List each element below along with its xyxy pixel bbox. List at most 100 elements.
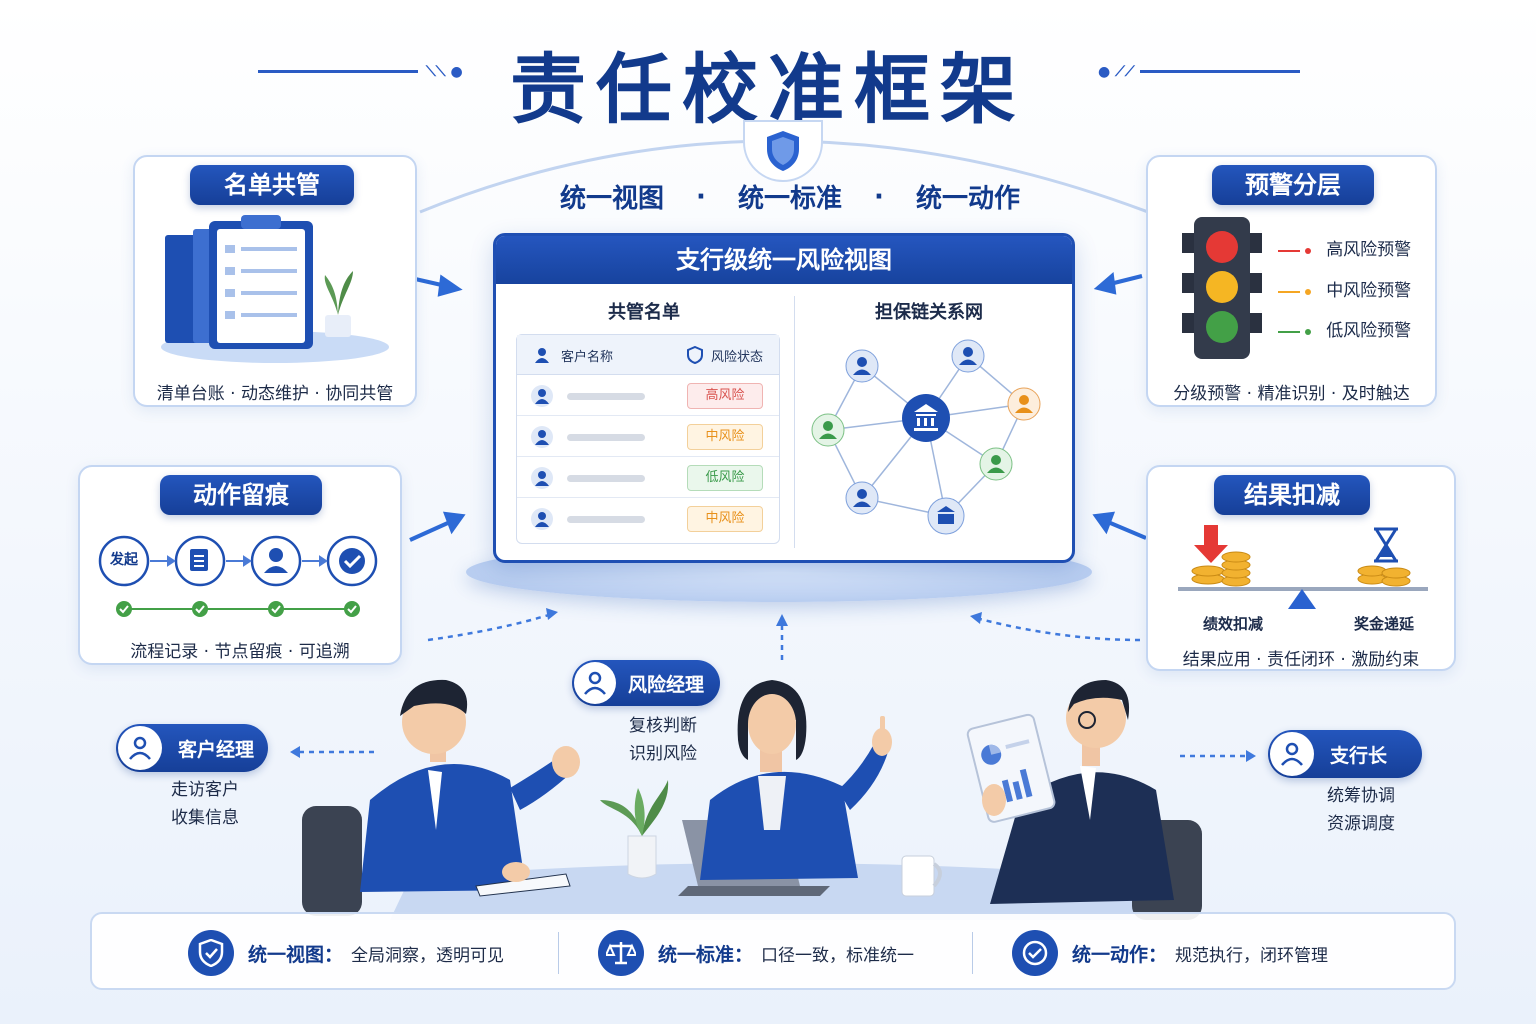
name-placeholder xyxy=(567,393,645,400)
tagline-item-standard: 统一标准 xyxy=(737,184,842,214)
arrows-dashed xyxy=(298,612,1248,758)
warning-level-high: 高风险预警 xyxy=(1278,235,1411,260)
duty-line: 识别风险 xyxy=(629,744,697,764)
name-placeholder xyxy=(567,434,645,441)
user-shield-icon xyxy=(574,662,616,704)
duty-line: 统筹协调 xyxy=(1327,786,1395,806)
card-action-trace: 动作留痕 发起 流程记录 · 节点留痕 · 可追溯 xyxy=(78,465,402,665)
avatar xyxy=(531,467,553,489)
shield-badge xyxy=(743,120,823,182)
user-icon xyxy=(535,348,549,363)
name-placeholder xyxy=(567,516,645,523)
scale-icon xyxy=(598,930,644,976)
shared-list-title: 共管名单 xyxy=(608,302,680,323)
card-title: 结果扣减 xyxy=(1214,475,1370,515)
tagline-separator: · xyxy=(696,181,706,212)
bottom-summary-bar: 统一视图： 全局洞察，透明可见 统一标准： 口径一致，标准统一 统一动作： 规范… xyxy=(90,912,1456,990)
person-node-green xyxy=(979,447,1013,481)
card-caption: 分级预警 · 精准识别 · 及时触达 xyxy=(1173,384,1410,404)
traffic-light-icon xyxy=(1182,217,1262,359)
meeting-illustration xyxy=(302,679,1202,920)
tagline: 统一视图 · 统一标准 · 统一动作 xyxy=(560,178,1020,215)
summary-item-standard: 统一标准： 口径一致，标准统一 xyxy=(598,930,914,976)
tagline-item-view: 统一视图 xyxy=(560,184,665,214)
panel-title: 支行级统一风险视图 xyxy=(496,236,1072,284)
role-duties: 统筹协调 资源调度 xyxy=(1296,782,1426,838)
right-label: 奖金递延 xyxy=(1353,615,1414,633)
card-caption: 流程记录 · 节点留痕 · 可追溯 xyxy=(130,642,350,662)
summary-text: 规范执行，闭环管理 xyxy=(1175,945,1329,966)
summary-label: 统一视图： xyxy=(248,943,344,966)
name-placeholder xyxy=(567,475,645,482)
person-node-blue xyxy=(845,349,879,383)
title-decoration-left-marks: ⟍⟍ ● xyxy=(426,64,463,80)
guarantee-network-title: 担保链关系网 xyxy=(875,302,983,323)
warning-level-mid: 中风险预警 xyxy=(1278,276,1411,301)
level-line xyxy=(1278,330,1300,333)
level-label: 低风险预警 xyxy=(1326,321,1412,341)
tagline-item-action: 统一动作 xyxy=(915,184,1020,214)
person-node-orange xyxy=(1007,387,1041,421)
role-branch-head: 支行长 xyxy=(1268,730,1422,778)
duty-line: 资源调度 xyxy=(1327,814,1395,834)
table-row[interactable]: 中风险 xyxy=(517,416,779,457)
summary-item-action: 统一动作： 规范执行，闭环管理 xyxy=(1012,930,1328,976)
status-badge: 中风险 xyxy=(687,506,763,532)
panel-divider xyxy=(794,296,795,548)
level-line xyxy=(1278,249,1300,252)
process-flow xyxy=(98,535,378,617)
level-dot xyxy=(1305,328,1312,335)
person-node-green xyxy=(811,413,845,447)
level-line xyxy=(1278,290,1300,293)
user-icon xyxy=(118,726,162,770)
level-dot xyxy=(1305,247,1312,254)
arrows-solid xyxy=(401,272,1147,542)
duty-line: 走访客户 xyxy=(171,780,239,800)
flow-start-label: 发起 xyxy=(110,552,138,568)
summary-label: 统一动作： xyxy=(1072,943,1168,966)
title-decoration-right xyxy=(1140,70,1300,73)
avatar xyxy=(531,385,553,407)
level-label: 高风险预警 xyxy=(1326,240,1412,260)
user-icon xyxy=(1270,732,1314,776)
risk-view-panel: 支行级统一风险视图 共管名单 担保链关系网 客户名称 风险状态 高风险 中风险 … xyxy=(493,233,1075,563)
divider xyxy=(972,932,973,974)
role-name: 风险经理 xyxy=(628,673,705,696)
card-caption: 结果应用 · 责任闭环 · 激励约束 xyxy=(1182,650,1420,670)
card-result-deduction: 结果扣减 绩效扣减 奖金递延 结果应用 · 责任闭环 · 激励约束 xyxy=(1146,465,1456,671)
title-decoration-right-marks: ● ⟋⟋ xyxy=(1098,64,1135,80)
table-row[interactable]: 中风险 xyxy=(517,498,779,539)
divider xyxy=(558,932,559,974)
status-badge: 高风险 xyxy=(687,383,763,409)
card-title: 预警分层 xyxy=(1212,165,1374,205)
level-label: 中风险预警 xyxy=(1326,281,1412,301)
table-row[interactable]: 高风险 xyxy=(517,375,779,416)
shield-icon xyxy=(687,346,703,364)
role-duties: 复核判断 识别风险 xyxy=(598,712,728,768)
shared-list-table: 客户名称 风险状态 高风险 中风险 低风险 中风险 xyxy=(516,334,780,544)
table-row[interactable]: 低风险 xyxy=(517,457,779,498)
bank-node-secondary xyxy=(927,497,965,535)
table-header: 客户名称 风险状态 xyxy=(517,335,779,375)
title-decoration-left xyxy=(258,70,418,73)
summary-item-view: 统一视图： 全局洞察，透明可见 xyxy=(188,930,504,976)
arrow-heads-dashed xyxy=(290,608,1256,762)
duty-line: 复核判断 xyxy=(629,716,697,736)
clipboard-binders-illustration xyxy=(161,215,389,363)
card-title: 动作留痕 xyxy=(160,475,322,515)
shield-check-icon xyxy=(188,930,234,976)
level-dot xyxy=(1305,288,1312,295)
role-risk-manager: 风险经理 xyxy=(572,660,720,706)
guarantee-network-graph xyxy=(811,339,1041,535)
tagline-separator: · xyxy=(874,181,884,212)
summary-text: 口径一致，标准统一 xyxy=(761,945,915,966)
shield-icon xyxy=(767,131,799,171)
col-customer-name: 客户名称 xyxy=(561,350,614,365)
col-risk-status: 风险状态 xyxy=(711,350,764,365)
card-caption: 清单台账 · 动态维护 · 协同共管 xyxy=(156,384,394,404)
summary-text: 全局洞察，透明可见 xyxy=(351,945,505,966)
status-badge: 低风险 xyxy=(687,465,763,491)
left-label: 绩效扣减 xyxy=(1202,615,1263,633)
person-node-blue xyxy=(951,339,985,373)
card-warning-layers: 预警分层 高风险预警 中风险预警 低风险预警 分级预警 · 精准识别 · 及时触… xyxy=(1146,155,1437,407)
